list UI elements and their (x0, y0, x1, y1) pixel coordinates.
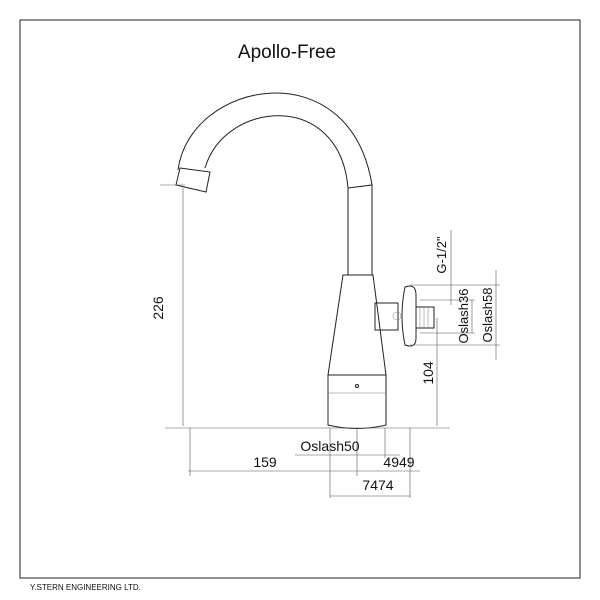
spout-inner-arc (204, 115, 349, 189)
vertical-tube (347, 184, 373, 276)
dim-flange-dia-b: Oslash36 (456, 289, 471, 344)
dim-offset: 4949 (383, 454, 414, 470)
set-screw (355, 384, 359, 388)
body-cone (327, 274, 387, 376)
dim-base-dia: Oslash50 (300, 438, 359, 454)
inlet-connector (374, 302, 399, 331)
dim-height-inlet: 104 (420, 361, 436, 385)
connector-nut (392, 311, 402, 321)
spout-tip (175, 167, 211, 193)
drawing-frame (19, 19, 581, 579)
wall-flange (401, 285, 417, 347)
dim-base-width: 7474 (362, 477, 393, 493)
thread-lines (419, 307, 429, 328)
footer-company: Y.STERN ENGINEERING LTD. (30, 583, 141, 592)
dim-thread: G-1/2" (434, 236, 449, 274)
dim-height-total: 226 (150, 296, 166, 320)
body-base (327, 374, 387, 429)
drawing-title: Apollo-Free (238, 42, 336, 63)
spout-outer-arc (177, 92, 373, 186)
thread-stub (416, 306, 435, 329)
dimension-lines (160, 184, 500, 498)
dim-reach: 159 (253, 454, 277, 470)
dim-flange-dia-a: Oslash58 (480, 288, 495, 343)
faucet-outline (175, 92, 435, 429)
